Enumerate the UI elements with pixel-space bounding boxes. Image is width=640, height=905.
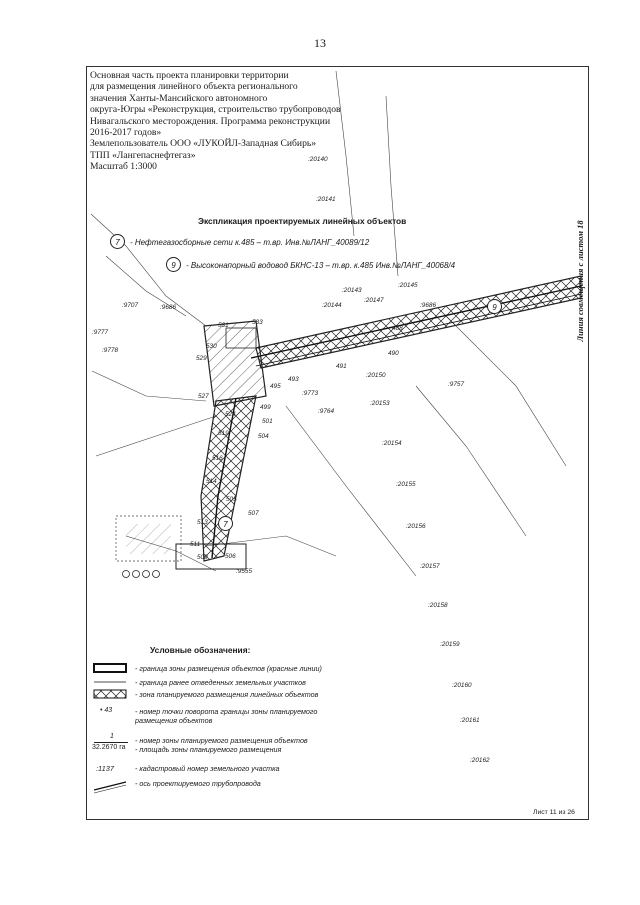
cadastral-label: :20141 [316,196,336,203]
cadastral-label: :20157 [420,563,440,570]
sheet-number: Лист 11 из 26 [533,809,575,816]
cadastral-label: :9686 [420,302,436,309]
cadastral-label: :20144 [322,302,342,309]
point-label: 514 [206,478,217,485]
legend-item-red-lines: - граница зоны размещения объектов (крас… [135,664,322,673]
cadastral-label: :20143 [342,287,362,294]
legend-fraction-bar [94,742,128,743]
point-label: 505 [226,496,237,503]
cadastral-label: :9757 [448,381,464,388]
header-line: значения Ханты-Мансийского автономного [90,92,268,104]
legend-item-planned-zone: - зона планируемого размещения линейных … [135,690,319,699]
cadastral-label: :20160 [452,682,472,689]
point-label: 529 [196,355,207,362]
point-label: 501 [262,418,273,425]
zone-7-marker: 7 [218,516,233,531]
cadastral-label: :20145 [398,282,418,289]
explication-item-7-text: - Нефтегазосборные сети к.485 – т.вр. Ин… [130,238,370,247]
cadastral-label: :9773 [302,390,318,397]
header-line: ТПП «Лангепаснефтегаз» [90,149,196,161]
explication-item-9-text: - Высоконапорный водовод БКНС-13 – т.вр.… [186,261,456,270]
legend-symbol-zone-number: 1 [110,733,114,740]
legend-item-turning-point: - номер точки поворота границы зоны план… [135,707,318,716]
cadastral-label: :9707 [122,302,138,309]
legend-item-zone-area: - площадь зоны планируемого размещения [135,745,282,754]
cadastral-label: :20155 [396,481,416,488]
sheet-join-line-label: Линия совмещения с листом 18 [575,220,585,342]
document-header: Основная часть проекта планировки террит… [90,70,390,173]
cadastral-label: :20156 [406,523,426,530]
header-line: для размещения линейного объекта региона… [90,81,298,93]
cadastral-label: :20150 [366,372,386,379]
cadastral-label: :20162 [470,757,490,764]
legend-item-cadastral: - кадастровый номер земельного участка [135,764,280,773]
cadastral-label: :20158 [428,602,448,609]
cadastral-label: :20154 [382,440,402,447]
point-label: 490 [388,350,399,357]
cadastral-label: :20159 [440,641,460,648]
cadastral-label: :9555 [236,568,252,575]
site-plan-map [90,70,582,794]
legend-item-zone-number: - номер зоны планируемого размещения объ… [135,736,308,745]
legend-item-allotted-parcels: - граница ранее отведенных земельных уча… [135,678,306,687]
legend-symbol-point: • 43 [100,707,113,714]
point-label: 513 [197,519,208,526]
cadastral-label: :20140 [308,156,328,163]
explication-item-9-number: 9 [166,257,181,272]
legend-title: Условные обозначения: [150,645,251,655]
point-label: 495 [270,383,281,390]
point-label: 506 [225,553,236,560]
legend-symbol-zone-area: 32.2670 га [92,744,126,751]
point-label: 507 [248,510,259,517]
point-label: 531 [218,322,229,329]
cadastral-label: :20161 [460,717,480,724]
explication-item-7-number: 7 [110,234,125,249]
header-line: Нивагальского месторождения. Программа р… [90,115,331,127]
legend-symbol-cadastral: :1137 [96,764,114,773]
header-line: Основная часть проекта планировки террит… [90,70,289,81]
cadastral-label: :9778 [102,347,118,354]
point-label: 511 [190,541,201,548]
header-line: 2016-2017 годов» [90,127,162,139]
point-label: 504 [258,433,269,440]
cadastral-label: :9764 [318,408,334,415]
legend-item-pipeline-axis: - ось проектируемого трубопровода [135,779,261,788]
point-label: 524 [225,411,236,418]
cadastral-label: :9777 [92,329,108,336]
page-number: 13 [314,36,326,50]
cadastral-label: :9686 [160,304,176,311]
point-label: 530 [206,343,217,350]
point-label: 499 [260,404,271,411]
point-label: 488 [392,325,403,332]
point-label: 493 [288,376,299,383]
point-label: 533 [252,319,263,326]
legend-item-turning-point-line2: размещения объектов [135,716,213,725]
point-label: 509 [197,554,208,561]
header-line: Землепользователь ООО «ЛУКОЙЛ-Западная С… [90,138,317,150]
explication-title: Экспликация проектируемых линейных объек… [198,216,407,226]
drawing-frame [86,66,589,820]
header-line: Масштаб 1:3000 [90,161,157,173]
point-label: 527 [198,393,209,400]
zone-9-marker: 9 [487,299,502,314]
cadastral-label: :20147 [364,297,384,304]
header-line: округа-Югры «Реконструкция, строительств… [90,104,341,116]
cadastral-label: :20153 [370,400,390,407]
point-label: 491 [336,363,347,370]
point-label: 519 [218,430,229,437]
point-label: 516 [212,455,223,462]
